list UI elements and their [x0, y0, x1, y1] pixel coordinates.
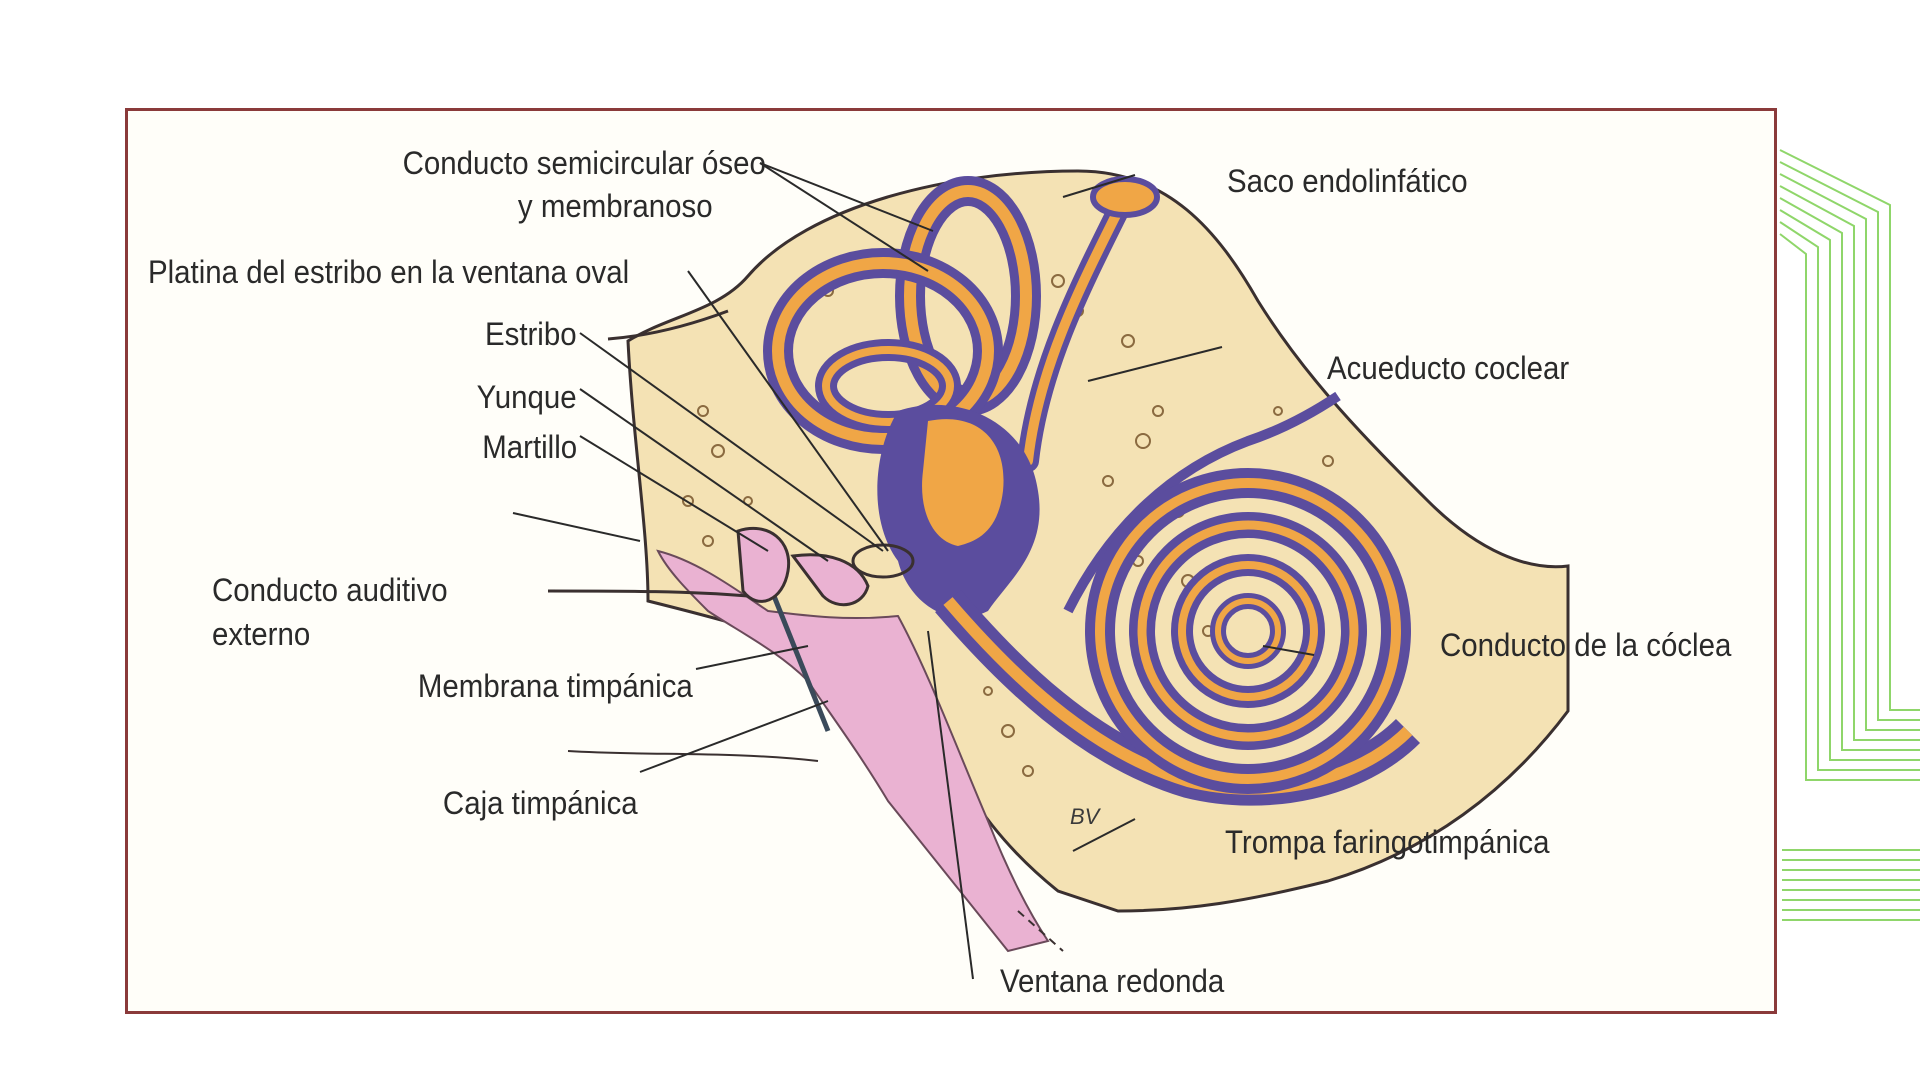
utricle-saccule	[922, 419, 1004, 546]
label-endolymphatic-sac: Saco endolinfático	[1227, 163, 1468, 199]
artist-signature: BV	[1070, 804, 1100, 829]
label-semicircular-canal: Conducto semicircular óseo	[402, 145, 766, 181]
green-stripes-lower	[1782, 849, 1920, 921]
label-cochlear-aqueduct: Acueducto coclear	[1327, 350, 1570, 386]
label-round-window: Ventana redonda	[1000, 963, 1225, 999]
skull-top-outline	[607, 309, 729, 341]
cochlear-aqueduct	[1063, 391, 1341, 614]
inner-ear-illustration	[512, 162, 1570, 980]
cochlea-spiral	[1085, 468, 1411, 794]
green-stripes-upper	[1779, 149, 1920, 781]
semicircular-canals	[763, 176, 1041, 454]
label-tympanic-membrane: Membrana timpánica	[418, 668, 693, 704]
label-oval-window: Platina del estribo en la ventana oval	[148, 254, 630, 290]
label-eustachian-tube: Trompa faringotimpánica	[1225, 824, 1550, 860]
label-external-ear-canal-2: externo	[212, 616, 311, 652]
tympanic-membrane	[765, 580, 831, 732]
leader-lines	[512, 162, 1315, 980]
external-canal-wall	[547, 589, 749, 598]
label-external-ear-canal: Conducto auditivo	[212, 572, 448, 608]
diagram-frame: Conducto semicircular óseo y membranoso …	[125, 108, 1777, 1014]
label-stapes: Estribo	[485, 316, 577, 352]
eustachian-tube-outline	[1017, 910, 1064, 952]
label-incus: Yunque	[477, 379, 577, 415]
label-tympanic-cavity: Caja timpánica	[443, 785, 638, 821]
label-semicircular-canal-2: y membranoso	[518, 188, 713, 224]
ossicles	[736, 526, 915, 607]
tympanic-cavity	[656, 549, 1050, 953]
label-cochlear-duct: Conducto de la cóclea	[1440, 627, 1732, 663]
endolymphatic-duct-lumen	[1023, 206, 1123, 466]
label-malleus: Martillo	[482, 429, 577, 465]
